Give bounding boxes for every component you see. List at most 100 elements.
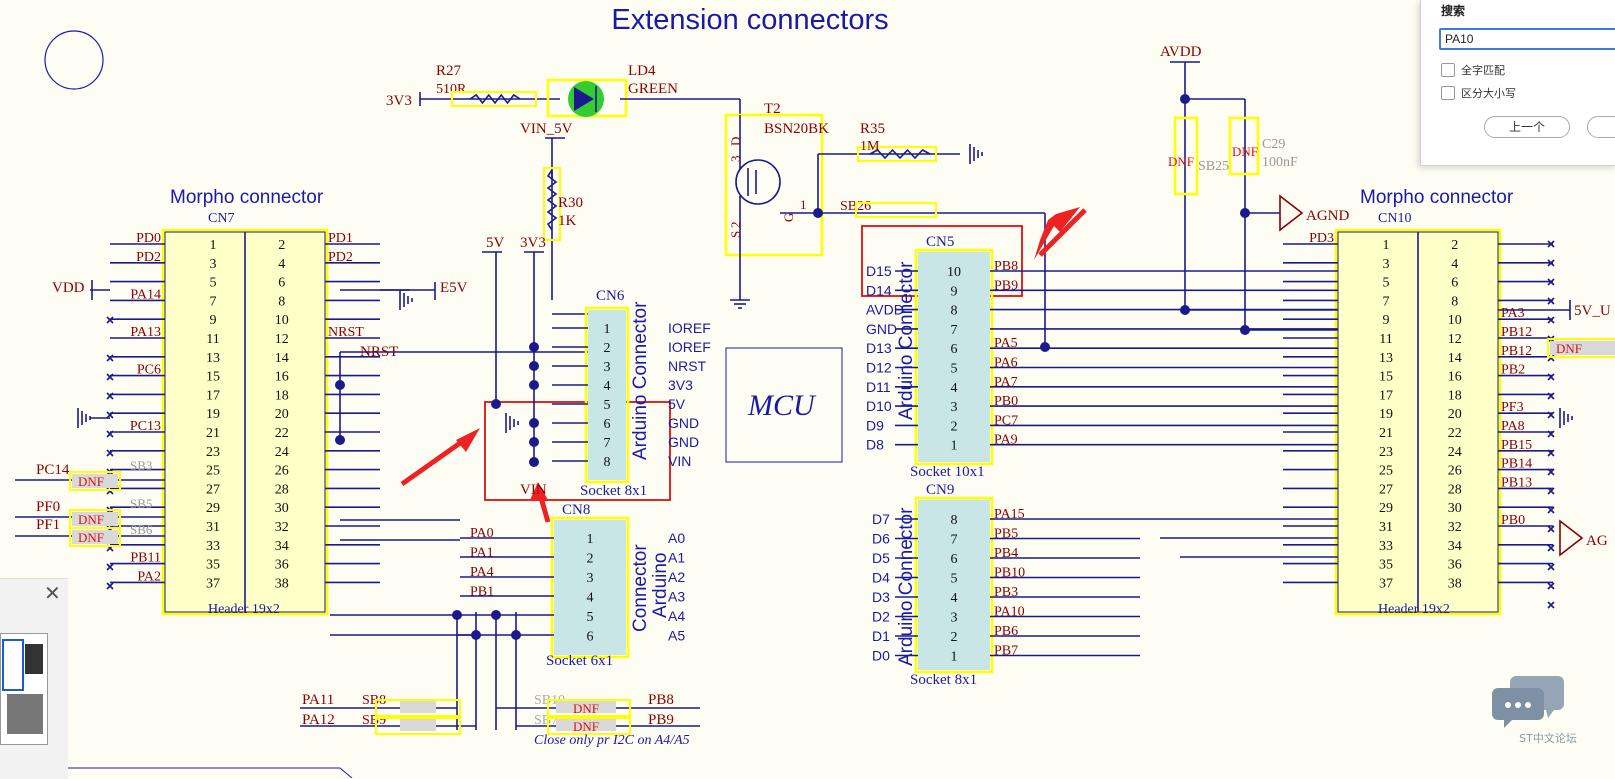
watermark-text: ST中文论坛: [1519, 732, 1577, 745]
r27-value: 510R: [436, 82, 467, 97]
net-label: PB13: [1501, 475, 1532, 490]
no-connect-mark: [1547, 544, 1555, 552]
pin-number: 12: [1448, 332, 1462, 347]
net-label: PC6: [137, 363, 161, 378]
pin-number: 12: [275, 332, 289, 347]
junction-dot: [529, 457, 539, 467]
led-triangle-icon: [574, 87, 594, 111]
ld4-label: LD4: [628, 63, 656, 79]
pin-number: 15: [1379, 370, 1393, 385]
cn9-connector-label: Arduino Connector: [896, 507, 917, 666]
cn5-socket-body: [918, 252, 990, 462]
sb3-dnf: [72, 474, 118, 488]
agnd-triangle-icon: [1559, 519, 1584, 557]
r30-label: R30: [558, 195, 583, 211]
pin-number: 6: [587, 630, 594, 645]
pin-number: 26: [275, 464, 289, 479]
junction-dot: [529, 437, 539, 447]
page-thumbnail[interactable]: [0, 633, 48, 745]
thumbnail-preview-icon: [2, 639, 43, 734]
t2-gate-label: G: [781, 213, 796, 222]
next-match-button[interactable]: [1587, 116, 1615, 138]
right-dnf-label: DNF: [1556, 341, 1582, 356]
ld4-value: GREEN: [628, 81, 678, 97]
page-title: Extension connectors: [611, 4, 889, 36]
3v3-label: 3V3: [386, 93, 412, 109]
pa12-label: PA12: [302, 712, 335, 728]
cn6-socket-body: [588, 310, 626, 480]
pin-number: 1: [604, 322, 611, 337]
sb10-highlight: [547, 699, 631, 717]
pin-number: 9: [210, 313, 217, 328]
cn8-highlight: [550, 516, 630, 659]
net-label: PA13: [130, 325, 161, 340]
close-icon[interactable]: ✕: [44, 581, 61, 605]
pin-number: 15: [206, 370, 220, 385]
match-whole-word-checkbox[interactable]: [1441, 63, 1455, 77]
pin-function: D6: [872, 531, 890, 547]
pin-function: D9: [866, 417, 884, 433]
case-sensitive-option[interactable]: 区分大小写: [1441, 85, 1516, 101]
pin-number: 3: [587, 571, 594, 586]
pin-function: 5V: [668, 396, 686, 412]
pc14-label: PC14: [36, 462, 70, 478]
net-label: PA1: [470, 546, 494, 561]
c29-dnf: DNF: [1232, 144, 1258, 159]
previous-match-button[interactable]: 上一个: [1484, 116, 1570, 138]
pin-number: 1: [951, 439, 958, 454]
junction-dot: [1040, 342, 1050, 352]
pin-number: 28: [275, 482, 289, 497]
pin-function: GND: [668, 434, 699, 450]
pin-number: 7: [951, 323, 958, 338]
cn10-highlight: [1334, 228, 1502, 616]
no-connect-mark: [106, 392, 114, 400]
cn8-arduino-label: Arduino: [650, 553, 671, 619]
pin-number: 3: [1383, 257, 1390, 272]
net-label: PF3: [1501, 400, 1524, 415]
r35-highlight: [857, 146, 937, 162]
pin-number: 2: [278, 238, 285, 253]
pf0-label: PF0: [36, 499, 60, 515]
match-whole-word-option[interactable]: 全字匹配: [1441, 62, 1505, 78]
pin-number: 30: [275, 501, 289, 516]
search-input[interactable]: [1439, 28, 1615, 50]
pin-number: 31: [1379, 520, 1393, 535]
pin-function: AVDD: [866, 302, 904, 318]
no-connect-mark: [106, 430, 114, 438]
sb9-pad: [400, 719, 436, 731]
no-connect-mark: [106, 373, 114, 381]
no-connect-mark: [106, 449, 114, 457]
pin-number: 8: [951, 304, 958, 319]
pin-number: 21: [206, 426, 220, 441]
cn8-type: Socket 6x1: [546, 653, 613, 669]
section-label: Morpho connector: [170, 187, 324, 208]
sb8-label: SB8: [362, 693, 386, 708]
net-label: PD2: [136, 250, 161, 265]
pin-number: 8: [951, 513, 958, 528]
pin-number: 6: [1451, 276, 1458, 291]
net-label: PD2: [328, 250, 353, 265]
pin-number: 14: [275, 351, 289, 366]
pin-number: 6: [604, 417, 611, 432]
cn9-type: Socket 8x1: [910, 672, 977, 688]
pin-number: 32: [1448, 520, 1462, 535]
pa11-label: PA11: [302, 692, 334, 708]
pin-number: 6: [951, 552, 958, 567]
case-sensitive-checkbox[interactable]: [1441, 86, 1455, 100]
pin-number: 18: [1448, 388, 1462, 403]
cn8-socket-body: [554, 520, 626, 655]
junction-dot: [511, 630, 521, 640]
net-label: PA14: [130, 287, 161, 302]
no-connect-mark: [106, 563, 114, 571]
pin-number: 24: [275, 445, 289, 460]
pb9-label: PB9: [648, 712, 674, 728]
r30-highlight: [543, 167, 561, 241]
pin-number: 4: [278, 257, 285, 272]
pin-number: 34: [1448, 539, 1462, 554]
r30-value: 1K: [558, 213, 577, 229]
red-arrow-icon: [1034, 207, 1080, 260]
no-connect-mark: [1547, 278, 1555, 286]
pin-number: 4: [587, 591, 594, 606]
pin-number: 8: [604, 455, 611, 470]
nrst-label: NRST: [360, 344, 398, 360]
